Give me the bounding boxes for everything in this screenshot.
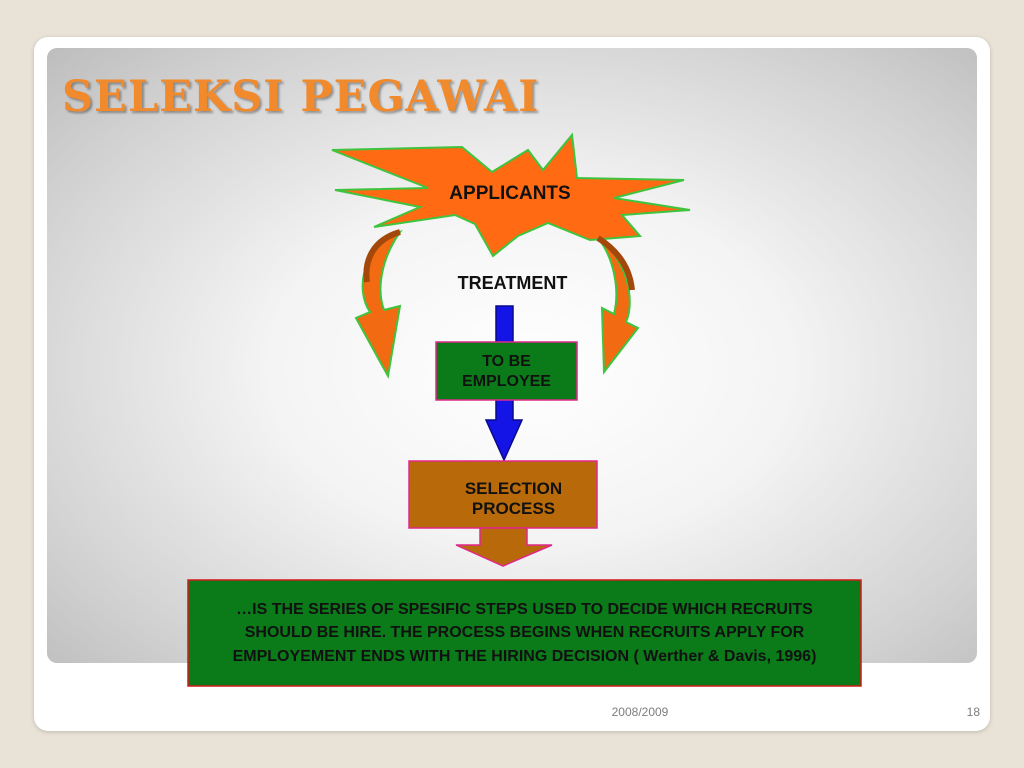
applicants-starburst: [331, 132, 691, 258]
brown-down-arrow: [455, 527, 553, 567]
to-be-employee-label: TO BE EMPLOYEE: [462, 353, 551, 390]
treatment-label: TREATMENT: [457, 273, 568, 294]
right-curved-arrow: [596, 235, 640, 375]
selection-process-box: [408, 460, 598, 529]
to-be-employee-box: [435, 341, 578, 401]
page-number: 18: [966, 705, 980, 719]
slide-title: SELEKSI PEGAWAI: [62, 72, 540, 122]
footer-date: 2008/2009: [611, 705, 669, 719]
definition-box: [187, 579, 862, 687]
definition-text: …IS THE SERIES OF SPESIFIC STEPS USED TO…: [232, 601, 817, 665]
selection-process-label: SELECTION PROCESS: [464, 478, 563, 518]
applicants-label: APPLICANTS: [449, 182, 571, 204]
left-curved-arrow: [354, 229, 403, 379]
